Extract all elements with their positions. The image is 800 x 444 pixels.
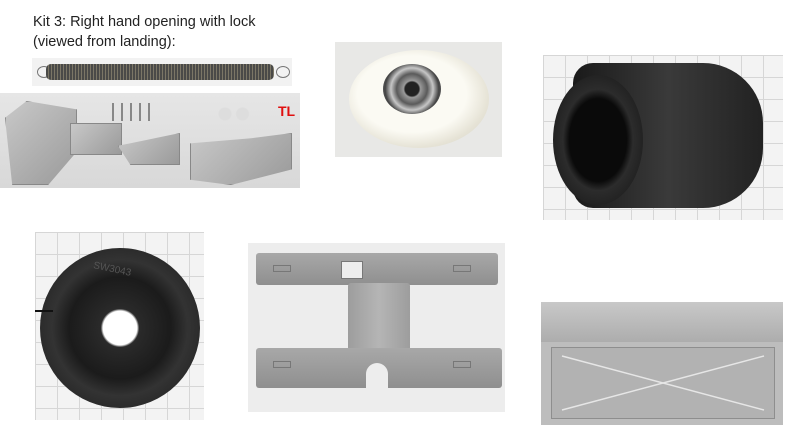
pulley-bearing: [383, 64, 441, 114]
lock-block: [70, 123, 122, 155]
pointer-line: [35, 310, 53, 312]
kit-caption: Kit 3: Right hand opening with lock (vie…: [33, 14, 256, 50]
slot: [453, 265, 471, 272]
black-wheel-photo: SW3043: [35, 232, 204, 420]
bracket-left: [5, 101, 77, 185]
box-photo: [541, 302, 783, 425]
slot: [273, 361, 291, 368]
kit-parts-photo: TL: [0, 93, 300, 188]
slot: [273, 265, 291, 272]
spring-coil: [46, 64, 274, 80]
slider-photo: [248, 243, 505, 412]
cylinder-photo: [543, 55, 783, 220]
bracket-middle: [118, 133, 180, 165]
spring-photo: [32, 58, 292, 86]
rollers: [215, 105, 265, 123]
slider-notch: [366, 363, 388, 389]
cylinder-opening: [553, 75, 643, 205]
black-wheel: [40, 248, 200, 408]
bracket-right: [190, 133, 292, 185]
rivets: [112, 103, 157, 121]
tl-label: TL: [278, 103, 296, 119]
slot: [453, 361, 471, 368]
slider-top-bar: [256, 253, 498, 285]
spring-hook-right: [276, 66, 290, 78]
slider-window: [341, 261, 363, 279]
box-inner: [551, 347, 775, 419]
slider-frame: [348, 283, 410, 353]
box-lid: [541, 302, 783, 342]
box-cross-wires: [561, 355, 765, 411]
pulley-photo: [335, 42, 502, 157]
